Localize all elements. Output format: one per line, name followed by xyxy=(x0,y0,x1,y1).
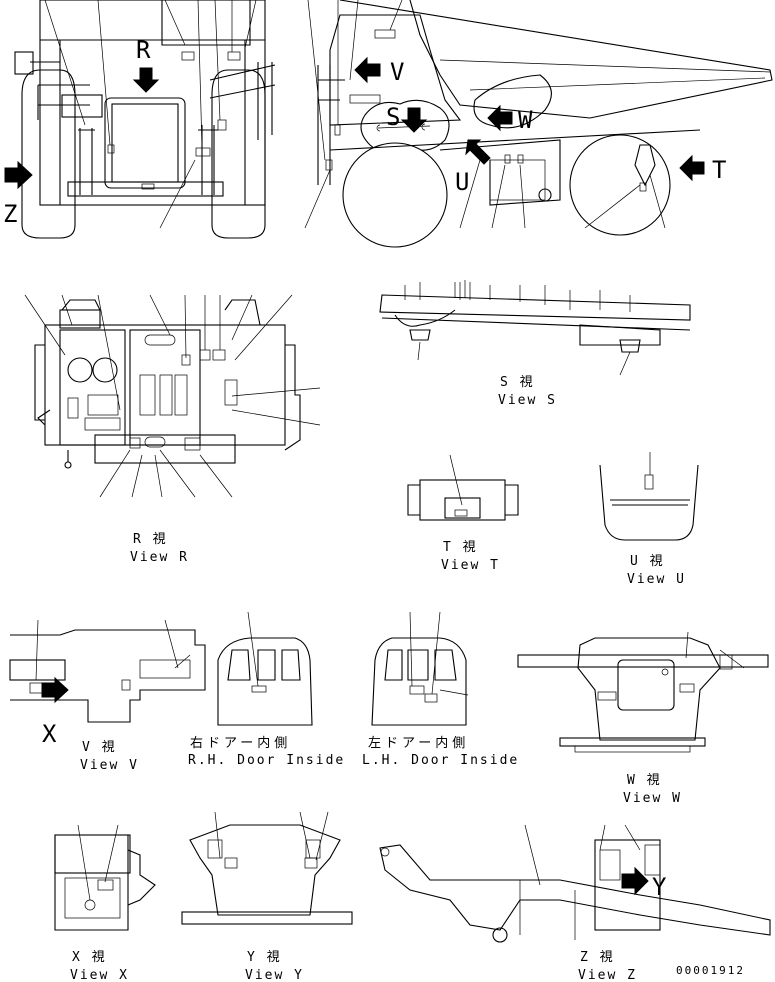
rh-door-title-en: R.H. Door Inside xyxy=(188,753,345,768)
lh-door-drawing: 左ドアー内側 L.H. Door Inside xyxy=(362,611,519,768)
rh-door-title-jp: 右ドアー内側 xyxy=(190,735,291,751)
lh-door-title-jp: 左ドアー内側 xyxy=(368,735,469,751)
view-arrow-icon xyxy=(465,139,491,165)
view-t-title-en: View T xyxy=(441,558,500,573)
view-arrow-icon xyxy=(354,56,381,84)
marker-y: Y xyxy=(652,873,667,901)
view-u-drawing: U 視 View U xyxy=(599,452,699,587)
marker-x: X xyxy=(42,720,57,748)
rh-door-drawing: 右ドアー内側 R.H. Door Inside xyxy=(188,611,345,768)
truck-side-view: V S W U T xyxy=(304,0,773,248)
view-arrow-icon xyxy=(4,160,33,190)
view-u-title-en: View U xyxy=(627,572,686,587)
marker-z: Z xyxy=(3,200,17,228)
view-z-title-jp: Z 視 xyxy=(580,950,615,965)
view-r-title-jp: R 視 xyxy=(133,532,168,547)
view-r-title-en: View R xyxy=(130,550,189,565)
marker-r: R xyxy=(136,36,151,64)
truck-front-view: R Z xyxy=(3,0,276,239)
view-w-title-en: View W xyxy=(623,791,682,806)
view-z-drawing: Y Z 視 View Z xyxy=(379,824,771,982)
view-arrow-icon xyxy=(41,676,69,704)
view-r-drawing: R 視 View R xyxy=(24,294,321,565)
view-arrow-icon xyxy=(400,107,428,133)
view-arrow-icon xyxy=(679,154,705,182)
drawing-number: 00001912 xyxy=(676,964,745,977)
view-arrow-icon xyxy=(621,866,649,896)
view-w-title-jp: W 視 xyxy=(627,773,662,788)
view-v-title-en: View V xyxy=(80,758,139,773)
view-y-title-jp: Y 視 xyxy=(247,950,282,965)
view-z-title-en: View Z xyxy=(578,968,637,982)
view-s-drawing: S 視 View S xyxy=(379,280,691,408)
lh-door-title-en: L.H. Door Inside xyxy=(362,753,519,768)
view-s-title-en: View S xyxy=(498,393,557,408)
marker-w: W xyxy=(518,106,533,134)
view-arrow-icon xyxy=(487,104,513,132)
view-t-drawing: T 視 View T xyxy=(407,454,519,573)
marker-s: S xyxy=(386,103,400,131)
marker-v: V xyxy=(390,58,404,86)
marker-t: T xyxy=(712,156,726,184)
view-x-title-en: View X xyxy=(70,968,129,982)
view-y-drawing: Y 視 View Y xyxy=(181,811,353,982)
view-v-drawing: X V 視 View V xyxy=(9,619,206,773)
view-arrow-icon xyxy=(132,67,160,93)
marker-u: U xyxy=(455,168,469,196)
view-t-title-jp: T 視 xyxy=(443,540,478,555)
view-w-drawing: W 視 View W xyxy=(517,631,769,806)
view-u-title-jp: U 視 xyxy=(630,554,665,569)
view-x-title-jp: X 視 xyxy=(72,950,107,965)
view-x-drawing: X 視 View X xyxy=(54,824,156,982)
view-s-title-jp: S 視 xyxy=(500,375,535,390)
view-v-title-jp: V 視 xyxy=(82,740,117,755)
view-y-title-en: View Y xyxy=(245,968,304,982)
